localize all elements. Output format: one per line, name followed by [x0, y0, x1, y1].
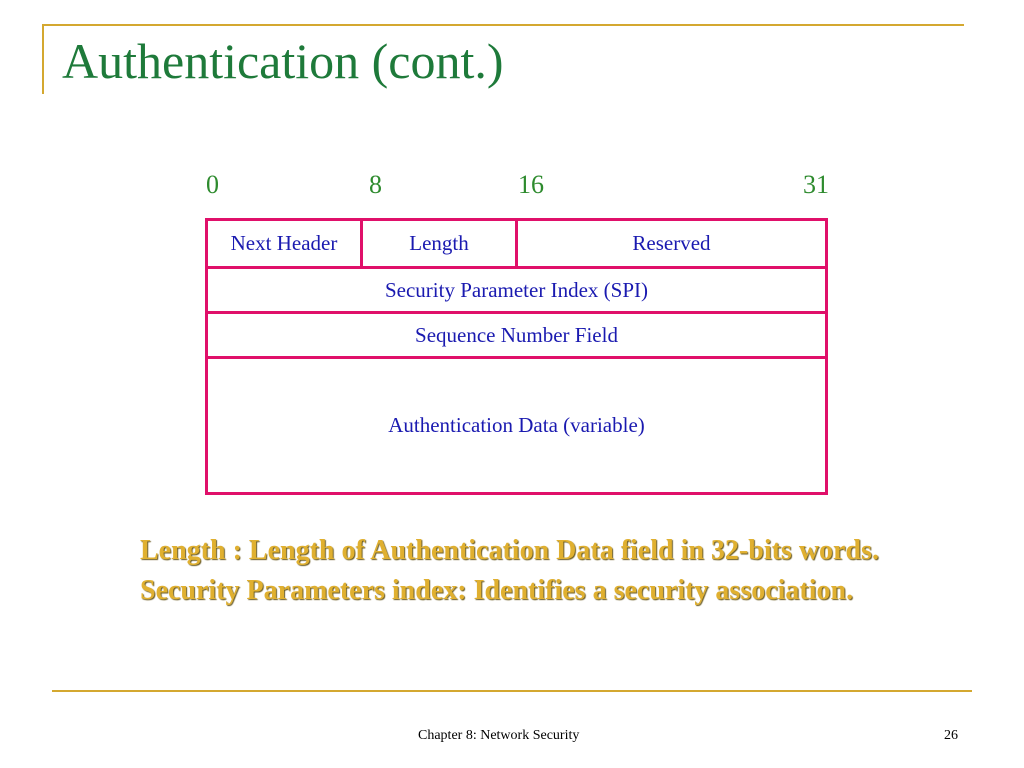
field-length: Length [360, 218, 518, 269]
field-next-header: Next Header [205, 218, 363, 269]
bit-label-31: 31 [803, 170, 829, 199]
bit-label-16: 16 [518, 170, 544, 199]
field-reserved-label: Reserved [632, 231, 711, 255]
frame-top-line [42, 24, 964, 26]
frame-left-line [42, 24, 44, 94]
note-length: Length : Length of Authentication Data f… [140, 535, 879, 566]
footer-divider [52, 690, 972, 692]
page-number: 26 [944, 728, 958, 743]
bit-label-8: 8 [369, 170, 382, 199]
field-spi-label: Security Parameter Index (SPI) [384, 277, 648, 302]
field-authentication-data: Authentication Data (variable) [205, 356, 828, 495]
field-sequence-number-label: Sequence Number Field [415, 322, 618, 347]
field-sequence-number: Sequence Number Field [205, 311, 828, 359]
note-spi: Security Parameters index: Identifies a … [140, 575, 854, 606]
field-spi: Security Parameter Index (SPI) [205, 266, 828, 314]
field-length-label: Length [409, 231, 469, 255]
field-next-header-label: Next Header [230, 231, 338, 255]
field-authentication-data-label: Authentication Data (variable) [388, 413, 645, 437]
bit-label-0: 0 [206, 170, 219, 199]
slide-title: Authentication (cont.) [62, 33, 504, 89]
field-reserved: Reserved [515, 218, 828, 269]
footer-chapter: Chapter 8: Network Security [418, 728, 580, 743]
